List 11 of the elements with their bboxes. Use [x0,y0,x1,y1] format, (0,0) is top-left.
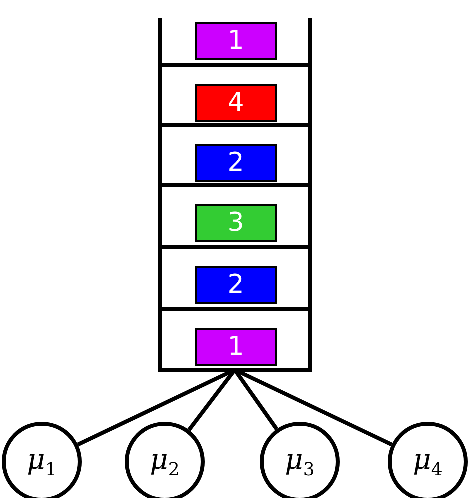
stack-item: 2 [195,144,277,182]
stack-item: 1 [195,22,277,60]
server-circle: μ$_{1}$ [2,422,82,498]
server-circle: μ$_{2}$ [125,422,205,498]
queue-rack [158,18,312,372]
server-circle: μ$_{3}$ [260,422,340,498]
server-circle: μ$_{4}$ [388,422,468,498]
stack-item: 2 [195,266,277,304]
stack-item: 4 [195,84,277,122]
stack-item: 1 [195,328,277,366]
stack-item: 3 [195,204,277,242]
